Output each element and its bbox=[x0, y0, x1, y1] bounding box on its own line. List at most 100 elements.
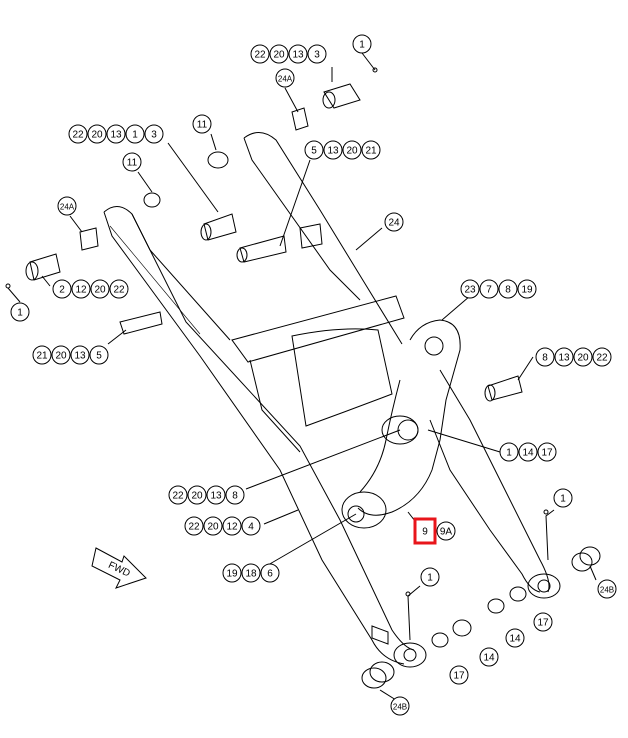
callout-label: 11 bbox=[127, 158, 138, 169]
callout-bubble bbox=[307, 44, 327, 64]
callout-bubble bbox=[106, 124, 126, 144]
callout-bubble bbox=[192, 114, 212, 134]
callout-bubble bbox=[10, 302, 30, 322]
callout-bubble bbox=[498, 279, 518, 299]
callout-bubble bbox=[260, 563, 280, 583]
callout-label: 20 bbox=[207, 522, 219, 533]
callout-label: 20 bbox=[273, 50, 285, 61]
callout-group: 9 bbox=[413, 517, 437, 545]
callout-label: 2 bbox=[59, 285, 65, 296]
callout-bubble bbox=[203, 516, 223, 536]
callout-label: 9A bbox=[440, 527, 453, 538]
callout-label: 13 bbox=[292, 50, 304, 61]
callout-label: 21 bbox=[365, 146, 377, 157]
callout-label: 14 bbox=[509, 634, 521, 645]
callout-bubble bbox=[89, 345, 109, 365]
callout-bubble bbox=[250, 44, 270, 64]
callout-group: 1 bbox=[420, 567, 440, 587]
callout-bubble bbox=[553, 488, 573, 508]
callout-label: 1 bbox=[17, 308, 23, 319]
callout-group: 22 20 13 3 bbox=[250, 44, 327, 64]
callout-label: 13 bbox=[327, 146, 339, 157]
callout-group: 24B bbox=[597, 579, 617, 599]
callout-bubble bbox=[275, 68, 295, 88]
callout-bubble bbox=[32, 345, 52, 365]
callout-bubble bbox=[505, 628, 525, 648]
callout-label: 22 bbox=[72, 130, 84, 141]
highlight-box bbox=[413, 517, 437, 545]
callout-label: 19 bbox=[226, 569, 238, 580]
callout-group: 14 bbox=[479, 647, 499, 667]
callout-bubble bbox=[206, 485, 226, 505]
callout-bubble bbox=[460, 279, 480, 299]
callout-label: 20 bbox=[91, 130, 103, 141]
callout-label: 11 bbox=[197, 120, 208, 131]
callout-label: 20 bbox=[94, 285, 106, 296]
callout-label: 1 bbox=[560, 494, 566, 505]
callout-bubble bbox=[125, 124, 145, 144]
callout-bubble bbox=[554, 347, 574, 367]
callout-label: 12 bbox=[226, 522, 238, 533]
callout-bubble bbox=[597, 579, 617, 599]
callout-label: 7 bbox=[486, 285, 492, 296]
callout-bubble bbox=[90, 279, 110, 299]
callout-bubble bbox=[52, 279, 72, 299]
callout-label: 3 bbox=[314, 50, 320, 61]
callout-bubble bbox=[225, 485, 245, 505]
callout-label: 20 bbox=[55, 351, 67, 362]
callout-group: 1 bbox=[352, 34, 372, 54]
callout-group: 24 bbox=[384, 212, 404, 232]
callout-group: 24B bbox=[390, 696, 410, 716]
callout-bubble bbox=[573, 347, 593, 367]
callout-bubble bbox=[517, 279, 537, 299]
callout-bubble bbox=[449, 665, 469, 685]
callout-label: 5 bbox=[311, 146, 317, 157]
callout-bubble bbox=[323, 140, 343, 160]
callout-label: 14 bbox=[522, 448, 534, 459]
callout-label: 22 bbox=[113, 285, 125, 296]
callout-group: 11 bbox=[122, 152, 142, 172]
callout-bubble bbox=[342, 140, 362, 160]
callout-label: 9 bbox=[422, 527, 428, 538]
callout-bubble bbox=[222, 563, 242, 583]
callout-bubble bbox=[361, 140, 381, 160]
callout-group: 11 bbox=[192, 114, 212, 134]
callout-group: 24A bbox=[275, 68, 295, 88]
callout-bubble bbox=[288, 44, 308, 64]
callout-label: 18 bbox=[245, 569, 257, 580]
callout-label: 22 bbox=[188, 522, 200, 533]
callout-bubble bbox=[499, 442, 519, 462]
callout-label: 13 bbox=[74, 351, 86, 362]
callout-label: 1 bbox=[359, 40, 365, 51]
callout-label: 20 bbox=[577, 353, 589, 364]
callout-bubble bbox=[71, 279, 91, 299]
callout-label: 24A bbox=[60, 203, 75, 212]
callout-bubble bbox=[535, 347, 555, 367]
callout-bubble bbox=[384, 212, 404, 232]
callout-label: 8 bbox=[542, 353, 548, 364]
callout-group: 22 20 12 4 bbox=[184, 516, 261, 536]
loader-arm-line-art bbox=[5, 67, 601, 689]
callout-group: 17 bbox=[533, 612, 553, 632]
callout-bubble bbox=[436, 521, 456, 541]
callout-label: 22 bbox=[254, 50, 266, 61]
callout-bubble bbox=[57, 196, 77, 216]
callout-bubble bbox=[479, 647, 499, 667]
leader-lines bbox=[7, 52, 597, 701]
callout-label: 24A bbox=[278, 75, 293, 84]
callout-label: 4 bbox=[248, 522, 254, 533]
callout-label: 13 bbox=[110, 130, 122, 141]
callout-bubble bbox=[304, 140, 324, 160]
callout-bubble bbox=[51, 345, 71, 365]
callout-bubble bbox=[518, 442, 538, 462]
callout-label: 22 bbox=[596, 353, 608, 364]
callout-bubble bbox=[537, 442, 557, 462]
